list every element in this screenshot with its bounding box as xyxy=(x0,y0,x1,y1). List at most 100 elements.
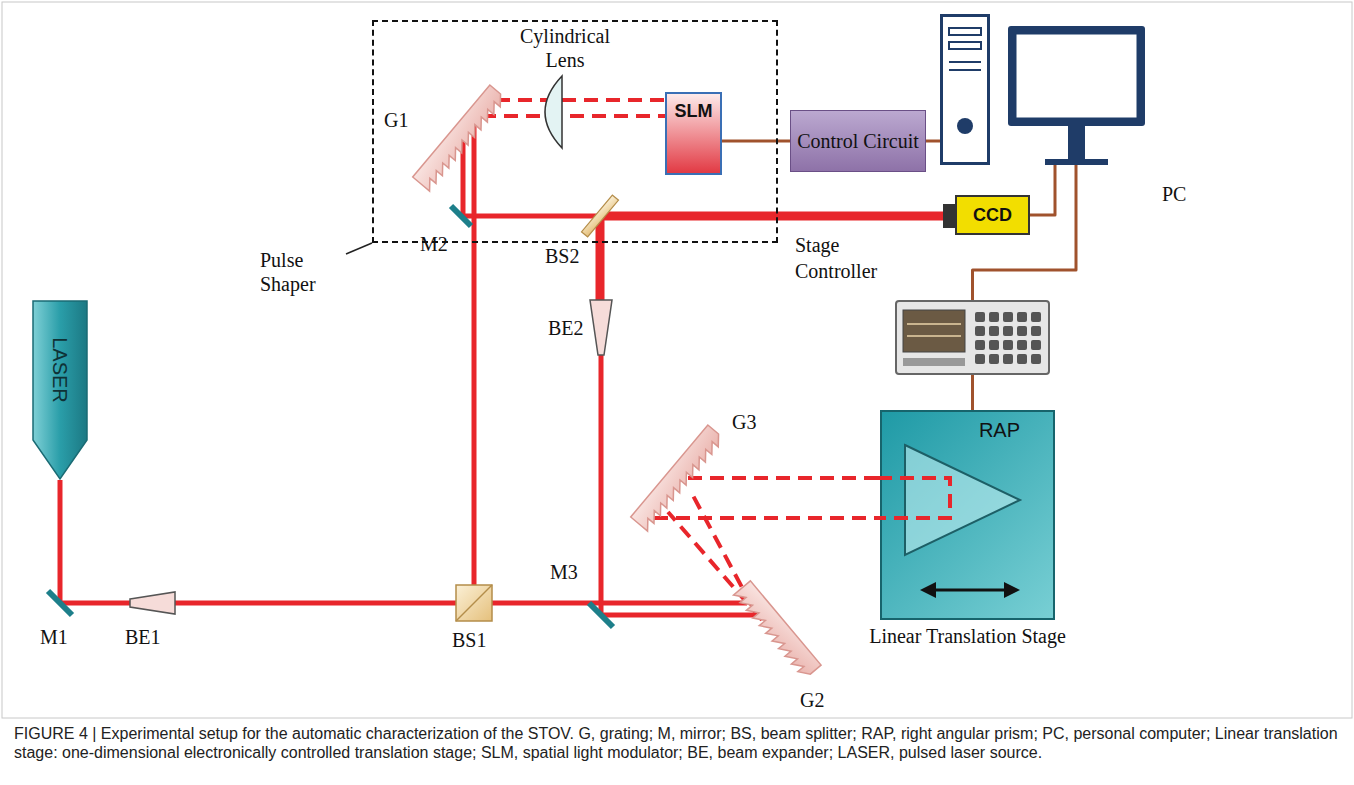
keypad-key xyxy=(975,354,985,364)
grating-g1 xyxy=(413,85,507,191)
power-button xyxy=(957,118,973,134)
laser-beam xyxy=(596,216,605,302)
laser-beam xyxy=(472,126,477,603)
grating-g2 xyxy=(734,581,822,679)
double-arrow-head xyxy=(1004,582,1020,598)
grating-g3 xyxy=(631,425,725,531)
controller-drawing xyxy=(895,300,1050,375)
controller-slot xyxy=(903,358,965,366)
laser-label: LASER xyxy=(48,337,72,403)
beam-expander-be1 xyxy=(130,592,175,614)
right-angle-prism: RAP xyxy=(905,418,1030,558)
rap-label: RAP xyxy=(979,418,1020,442)
keypad-key xyxy=(1031,326,1041,336)
display-line xyxy=(907,335,961,337)
part-label: BS2 xyxy=(545,244,579,268)
double-arrow-head xyxy=(920,582,936,598)
display-line xyxy=(907,323,961,325)
dashed-beam xyxy=(878,478,950,518)
pc-drawing xyxy=(940,14,1145,165)
ccd-label: CCD xyxy=(973,204,1012,226)
laser-beam xyxy=(600,212,943,221)
control-circuit-label: Control Circuit xyxy=(797,130,919,153)
control-circuit-box: Control Circuit xyxy=(790,110,926,172)
stage-controller-device: Stage Controller xyxy=(895,300,1050,375)
keypad-key xyxy=(1017,340,1027,350)
laser-source: LASER xyxy=(32,300,88,480)
keypad-key xyxy=(1031,354,1041,364)
tower-line xyxy=(949,69,981,71)
tower-line xyxy=(949,61,981,63)
monitor-bezel xyxy=(1008,26,1145,126)
part-label: Cylindrical Lens xyxy=(500,24,630,72)
stage-controller-label: Stage Controller xyxy=(795,232,887,284)
pc-icon: PC xyxy=(940,14,1145,165)
signal-cable xyxy=(722,140,790,143)
laser-body xyxy=(33,301,87,479)
prism-triangle xyxy=(905,445,1020,555)
keypad-key xyxy=(1031,340,1041,350)
signal-cable xyxy=(1030,165,1055,215)
keypad-key xyxy=(1017,326,1027,336)
keypad-key xyxy=(1003,312,1013,322)
monitor-base xyxy=(1045,159,1108,165)
part-label: M1 xyxy=(40,625,68,649)
pc-label: PC xyxy=(1162,182,1186,206)
laser-beam xyxy=(601,613,756,618)
beam-splitter-plate xyxy=(582,195,619,237)
beam-expander-be2 xyxy=(590,300,612,355)
part-label: BE2 xyxy=(548,316,584,340)
mirror-m1 xyxy=(48,591,72,615)
part-label: G3 xyxy=(732,410,756,434)
monitor-neck xyxy=(1068,126,1085,159)
controller-case xyxy=(896,301,1049,374)
dashed-beam xyxy=(688,476,882,480)
drive-bay xyxy=(949,28,981,35)
part-label: BE1 xyxy=(125,625,161,649)
part-label: M3 xyxy=(550,560,578,584)
stage-label: Linear Translation Stage xyxy=(865,624,1070,649)
part-label: G2 xyxy=(800,688,824,712)
signal-cable xyxy=(926,140,940,143)
double-arrow-shaft xyxy=(932,589,1008,592)
monitor-screen xyxy=(1016,34,1137,118)
cylindrical-lens xyxy=(545,76,562,148)
laser-beam xyxy=(58,480,63,603)
signal-cable xyxy=(971,375,974,410)
figure-frame xyxy=(2,2,1352,718)
keypad-key xyxy=(989,312,999,322)
part-label: BS1 xyxy=(452,628,486,652)
keypad-key xyxy=(1017,354,1027,364)
keypad-key xyxy=(989,354,999,364)
keypad-key xyxy=(1003,340,1013,350)
mirror-m3 xyxy=(589,603,613,627)
beam-splitter-cube xyxy=(456,585,492,621)
keypad-key xyxy=(975,326,985,336)
pulse-shaper-label: Pulse Shaper xyxy=(260,248,340,296)
dashed-beam xyxy=(482,114,665,118)
laser-beam xyxy=(463,214,600,219)
slm-label: SLM xyxy=(667,94,720,122)
keypad-key xyxy=(1003,326,1013,336)
dashed-beam xyxy=(496,98,665,102)
leader-line xyxy=(346,243,372,254)
keypad-key xyxy=(989,340,999,350)
splitter-diagonal xyxy=(456,585,492,621)
keypad-key xyxy=(1017,312,1027,322)
controller-display xyxy=(903,310,965,352)
figure-caption: FIGURE 4 | Experimental setup for the au… xyxy=(14,724,1340,762)
keypad-key xyxy=(975,312,985,322)
part-label: M2 xyxy=(420,232,448,256)
keypad-key xyxy=(975,340,985,350)
pc-tower xyxy=(942,16,989,164)
part-label: G1 xyxy=(384,108,408,132)
ccd-lens xyxy=(943,204,955,228)
keypad-key xyxy=(1003,354,1013,364)
slm-box: SLM xyxy=(665,92,722,175)
drive-bay xyxy=(949,42,981,49)
keypad-key xyxy=(989,326,999,336)
mirror-m2 xyxy=(451,206,471,226)
